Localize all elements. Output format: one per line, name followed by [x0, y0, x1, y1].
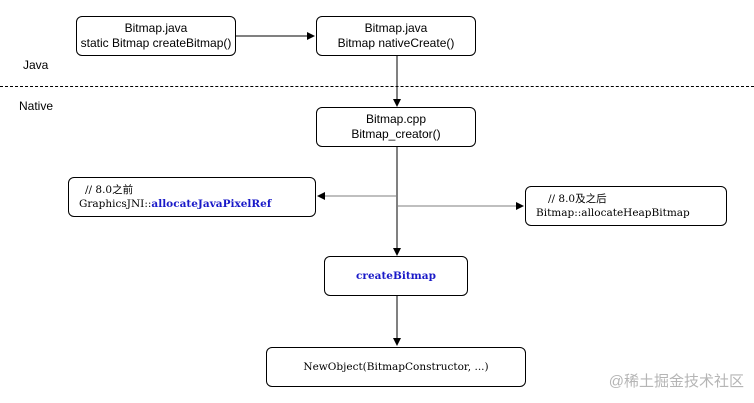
node-allocate-java-pixel-ref-call: GraphicsJNI::allocateJavaPixelRef: [79, 197, 271, 211]
node-create-bitmap-native[interactable]: createBitmap: [324, 256, 468, 296]
node-create-bitmap-native-label: createBitmap: [356, 270, 436, 282]
node-create-bitmap-java-file: Bitmap.java: [124, 21, 188, 35]
node-new-object-label: NewObject(BitmapConstructor, ...): [303, 361, 489, 373]
native-region-label: Native: [19, 99, 54, 113]
java-region-label: Java: [23, 58, 49, 72]
java-native-divider: [0, 86, 754, 87]
watermark: @稀土掘金技术社区: [608, 373, 744, 390]
node-native-create-java[interactable]: Bitmap.java Bitmap nativeCreate(): [316, 16, 476, 56]
node-allocate-heap-bitmap[interactable]: // 8.0及之后 Bitmap::allocateHeapBitmap: [525, 186, 727, 226]
node-create-bitmap-java-method: static Bitmap createBitmap(): [80, 36, 232, 50]
node-allocate-heap-bitmap-method: Bitmap::allocateHeapBitmap: [536, 207, 690, 219]
node-bitmap-cpp-method: Bitmap_creator(): [351, 127, 441, 141]
node-allocate-java-pixel-ref[interactable]: // 8.0之前 GraphicsJNI::allocateJavaPixelR…: [68, 177, 316, 217]
node-new-object[interactable]: NewObject(BitmapConstructor, ...): [266, 347, 526, 387]
node-allocate-java-pixel-ref-method: allocateJavaPixelRef: [151, 198, 272, 210]
node-native-create-java-method: Bitmap nativeCreate(): [337, 36, 455, 50]
node-native-create-java-file: Bitmap.java: [364, 21, 428, 35]
node-bitmap-cpp-file: Bitmap.cpp: [365, 112, 427, 126]
node-allocate-java-pixel-ref-comment: // 8.0之前: [85, 184, 134, 196]
node-create-bitmap-java[interactable]: Bitmap.java static Bitmap createBitmap(): [76, 16, 236, 56]
node-allocate-java-pixel-ref-prefix: GraphicsJNI::: [79, 198, 152, 210]
node-allocate-heap-bitmap-comment: // 8.0及之后: [548, 193, 607, 205]
node-bitmap-cpp[interactable]: Bitmap.cpp Bitmap_creator(): [316, 107, 476, 147]
